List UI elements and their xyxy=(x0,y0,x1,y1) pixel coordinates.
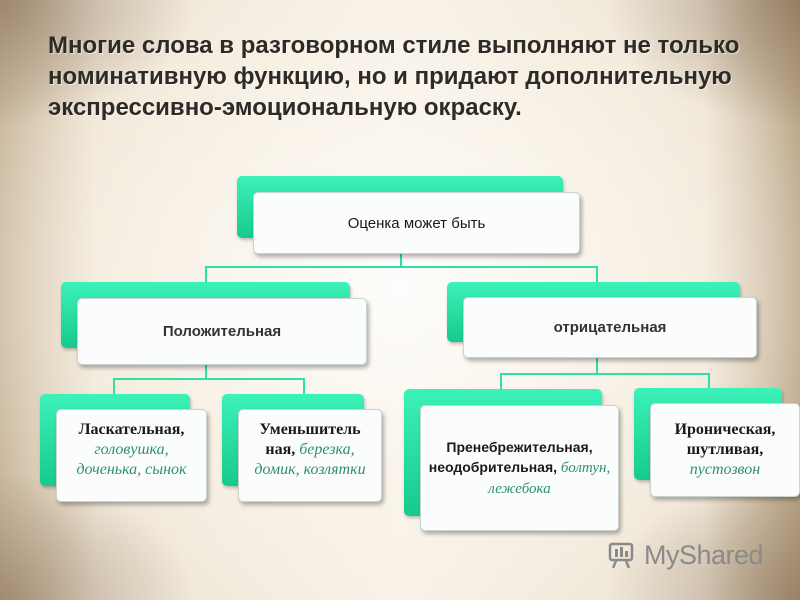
connector xyxy=(113,378,305,380)
connector xyxy=(205,266,598,268)
connector xyxy=(708,373,710,389)
disparaging-term: Пренебрежительная, неодобрительная, xyxy=(428,439,593,475)
diminutive-node: Уменьшитель ная, березка, домик, козлятк… xyxy=(238,409,382,502)
connector xyxy=(500,373,502,389)
disparaging-node: Пренебрежительная, неодобрительная, болт… xyxy=(420,405,619,531)
affectionate-term: Ласкательная, xyxy=(78,421,185,438)
myshared-text: MyShared xyxy=(644,539,764,570)
connector xyxy=(500,373,710,375)
connector xyxy=(303,378,305,394)
affectionate-examples: головушка, доченька, сынок xyxy=(76,441,187,478)
root-node: Оценка может быть xyxy=(253,192,580,254)
positive-node-label: Положительная xyxy=(162,323,282,340)
negative-node: отрицательная xyxy=(463,297,757,358)
ironic-node: Ироническая, шутливая, пустозвон xyxy=(650,403,800,497)
connector xyxy=(596,358,598,374)
root-node-label: Оценка может быть xyxy=(347,214,486,232)
affectionate-node: Ласкательная, головушка, доченька, сынок xyxy=(56,409,207,502)
connector xyxy=(205,266,207,282)
connector xyxy=(113,378,115,394)
connector xyxy=(596,266,598,282)
diminutive-examples: березка, домик, козлятки xyxy=(254,441,366,478)
slide-title: Многие слова в разговорном стиле выполня… xyxy=(48,32,740,121)
myshared-logo-icon xyxy=(608,542,634,569)
myshared-watermark: MyShared xyxy=(608,538,764,572)
connector xyxy=(400,254,402,266)
connector xyxy=(205,365,207,379)
negative-node-label: отрицательная xyxy=(553,319,667,336)
ironic-examples: пустозвон xyxy=(689,461,761,478)
ironic-term: Ироническая, шутливая, xyxy=(674,421,776,458)
positive-node: Положительная xyxy=(77,298,367,365)
disparaging-examples: болтун, лежебока xyxy=(488,460,611,497)
diminutive-term: Уменьшитель ная, xyxy=(259,421,361,458)
